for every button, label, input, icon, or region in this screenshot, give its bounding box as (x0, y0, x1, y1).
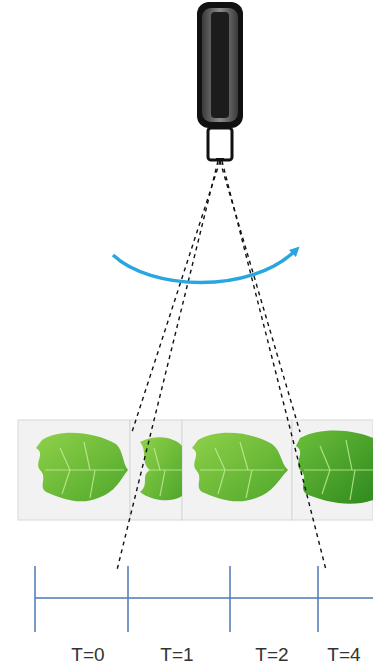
leaf-strip (18, 420, 373, 520)
time-label: T=4 (327, 645, 360, 664)
time-label: T=2 (255, 645, 288, 664)
view-lines (117, 161, 326, 570)
time-label: T=1 (160, 645, 193, 664)
rotation-arrow (113, 250, 296, 283)
timeline (35, 566, 373, 632)
camera (197, 2, 243, 161)
time-label: T=0 (71, 645, 104, 664)
